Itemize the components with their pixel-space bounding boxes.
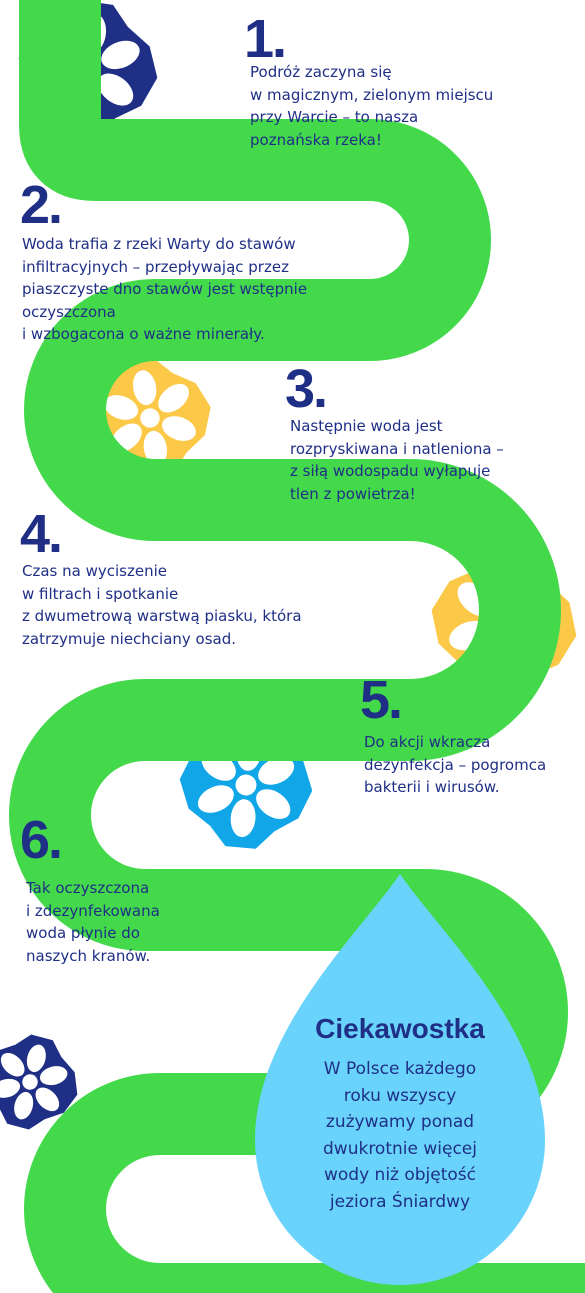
- step-number: 3.: [285, 359, 328, 419]
- step-number: 2.: [20, 175, 63, 235]
- step-text: Tak oczyszczona i zdezynfekowana woda pł…: [26, 879, 160, 965]
- water-drop-icon: [255, 874, 545, 1285]
- step-number: 4.: [20, 504, 63, 564]
- step-text: Do akcji wkracza dezynfekcja – pogromca …: [364, 733, 547, 796]
- step-text: Podróż zaczyna się w magicznym, zielonym…: [250, 63, 494, 149]
- fun-fact-title: Ciekawostka: [315, 1013, 485, 1044]
- step-text: Czas na wyciszenie w filtrach i spotkani…: [22, 562, 302, 648]
- step-number: 5.: [360, 670, 403, 730]
- step-number: 6.: [20, 810, 63, 870]
- step-number: 1.: [244, 9, 287, 69]
- fun-fact-text: W Polsce każdego roku wszyscy zużywamy p…: [323, 1059, 477, 1212]
- step-text: Następnie woda jest rozpryskiwana i natl…: [290, 417, 504, 503]
- step-text: Woda trafia z rzeki Warty do stawów infi…: [22, 235, 308, 343]
